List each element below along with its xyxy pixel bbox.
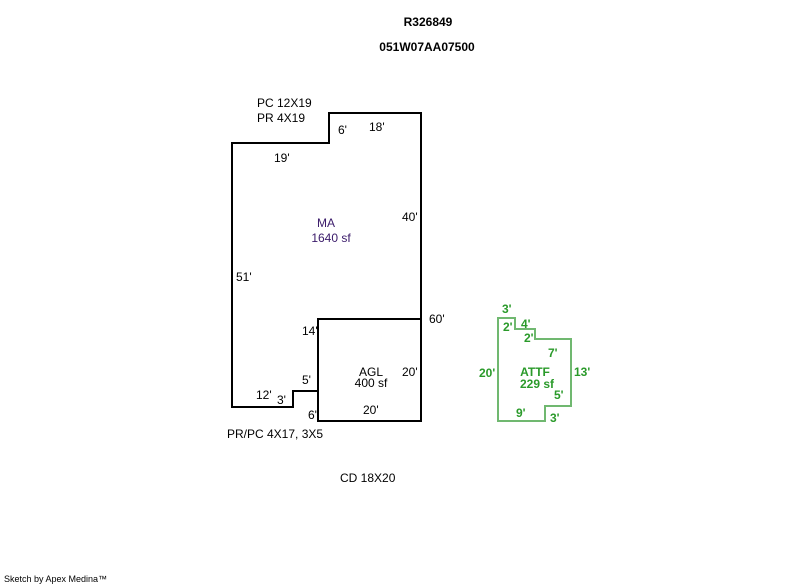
dim-label: 6' <box>338 123 347 137</box>
main-area-label: MA <box>317 216 335 230</box>
dim-label: 7' <box>548 346 558 360</box>
dim-label: 19' <box>274 151 290 165</box>
dim-label: 20' <box>402 365 418 379</box>
dim-label: 9' <box>516 406 526 420</box>
dim-label: 3' <box>502 302 512 316</box>
attached-size: 229 sf <box>520 377 555 391</box>
dim-label: 14' <box>302 324 318 338</box>
dim-label: 13' <box>574 365 590 379</box>
dim-label: 3' <box>550 411 560 425</box>
dim-label: 20' <box>479 366 495 380</box>
dim-label: 6' <box>308 408 317 422</box>
dim-label: 3' <box>277 393 286 407</box>
dim-label: 5' <box>302 373 311 387</box>
main-area-outline <box>231 112 422 422</box>
note-top-1: PC 12X19 <box>257 96 312 110</box>
map-number: 051W07AA07500 <box>379 40 475 54</box>
dim-label: 4' <box>521 317 531 331</box>
dim-label: 18' <box>369 120 385 134</box>
dim-label: 12' <box>256 388 272 402</box>
note-top-2: PR 4X19 <box>257 111 305 125</box>
main-area-size: 1640 sf <box>311 231 351 245</box>
footer-credit: Sketch by Apex Medina™ <box>4 574 107 584</box>
garage-label: AGL <box>359 365 383 379</box>
dim-label: 2' <box>524 331 534 345</box>
dim-label: 51' <box>236 270 252 284</box>
attached-label: ATTF <box>520 365 550 379</box>
dim-label: 40' <box>402 210 418 224</box>
dim-label: 2' <box>503 320 513 334</box>
note-bottom: PR/PC 4X17, 3X5 <box>227 427 323 441</box>
dim-label: 20' <box>363 403 379 417</box>
attached-area-outline <box>497 317 572 422</box>
note-detached: CD 18X20 <box>340 471 396 485</box>
dim-label: 5' <box>554 388 564 402</box>
parcel-id: R326849 <box>404 15 453 29</box>
garage-size: 400 sf <box>355 376 388 390</box>
dim-label: 60' <box>429 312 445 326</box>
garage-outline <box>317 318 422 422</box>
